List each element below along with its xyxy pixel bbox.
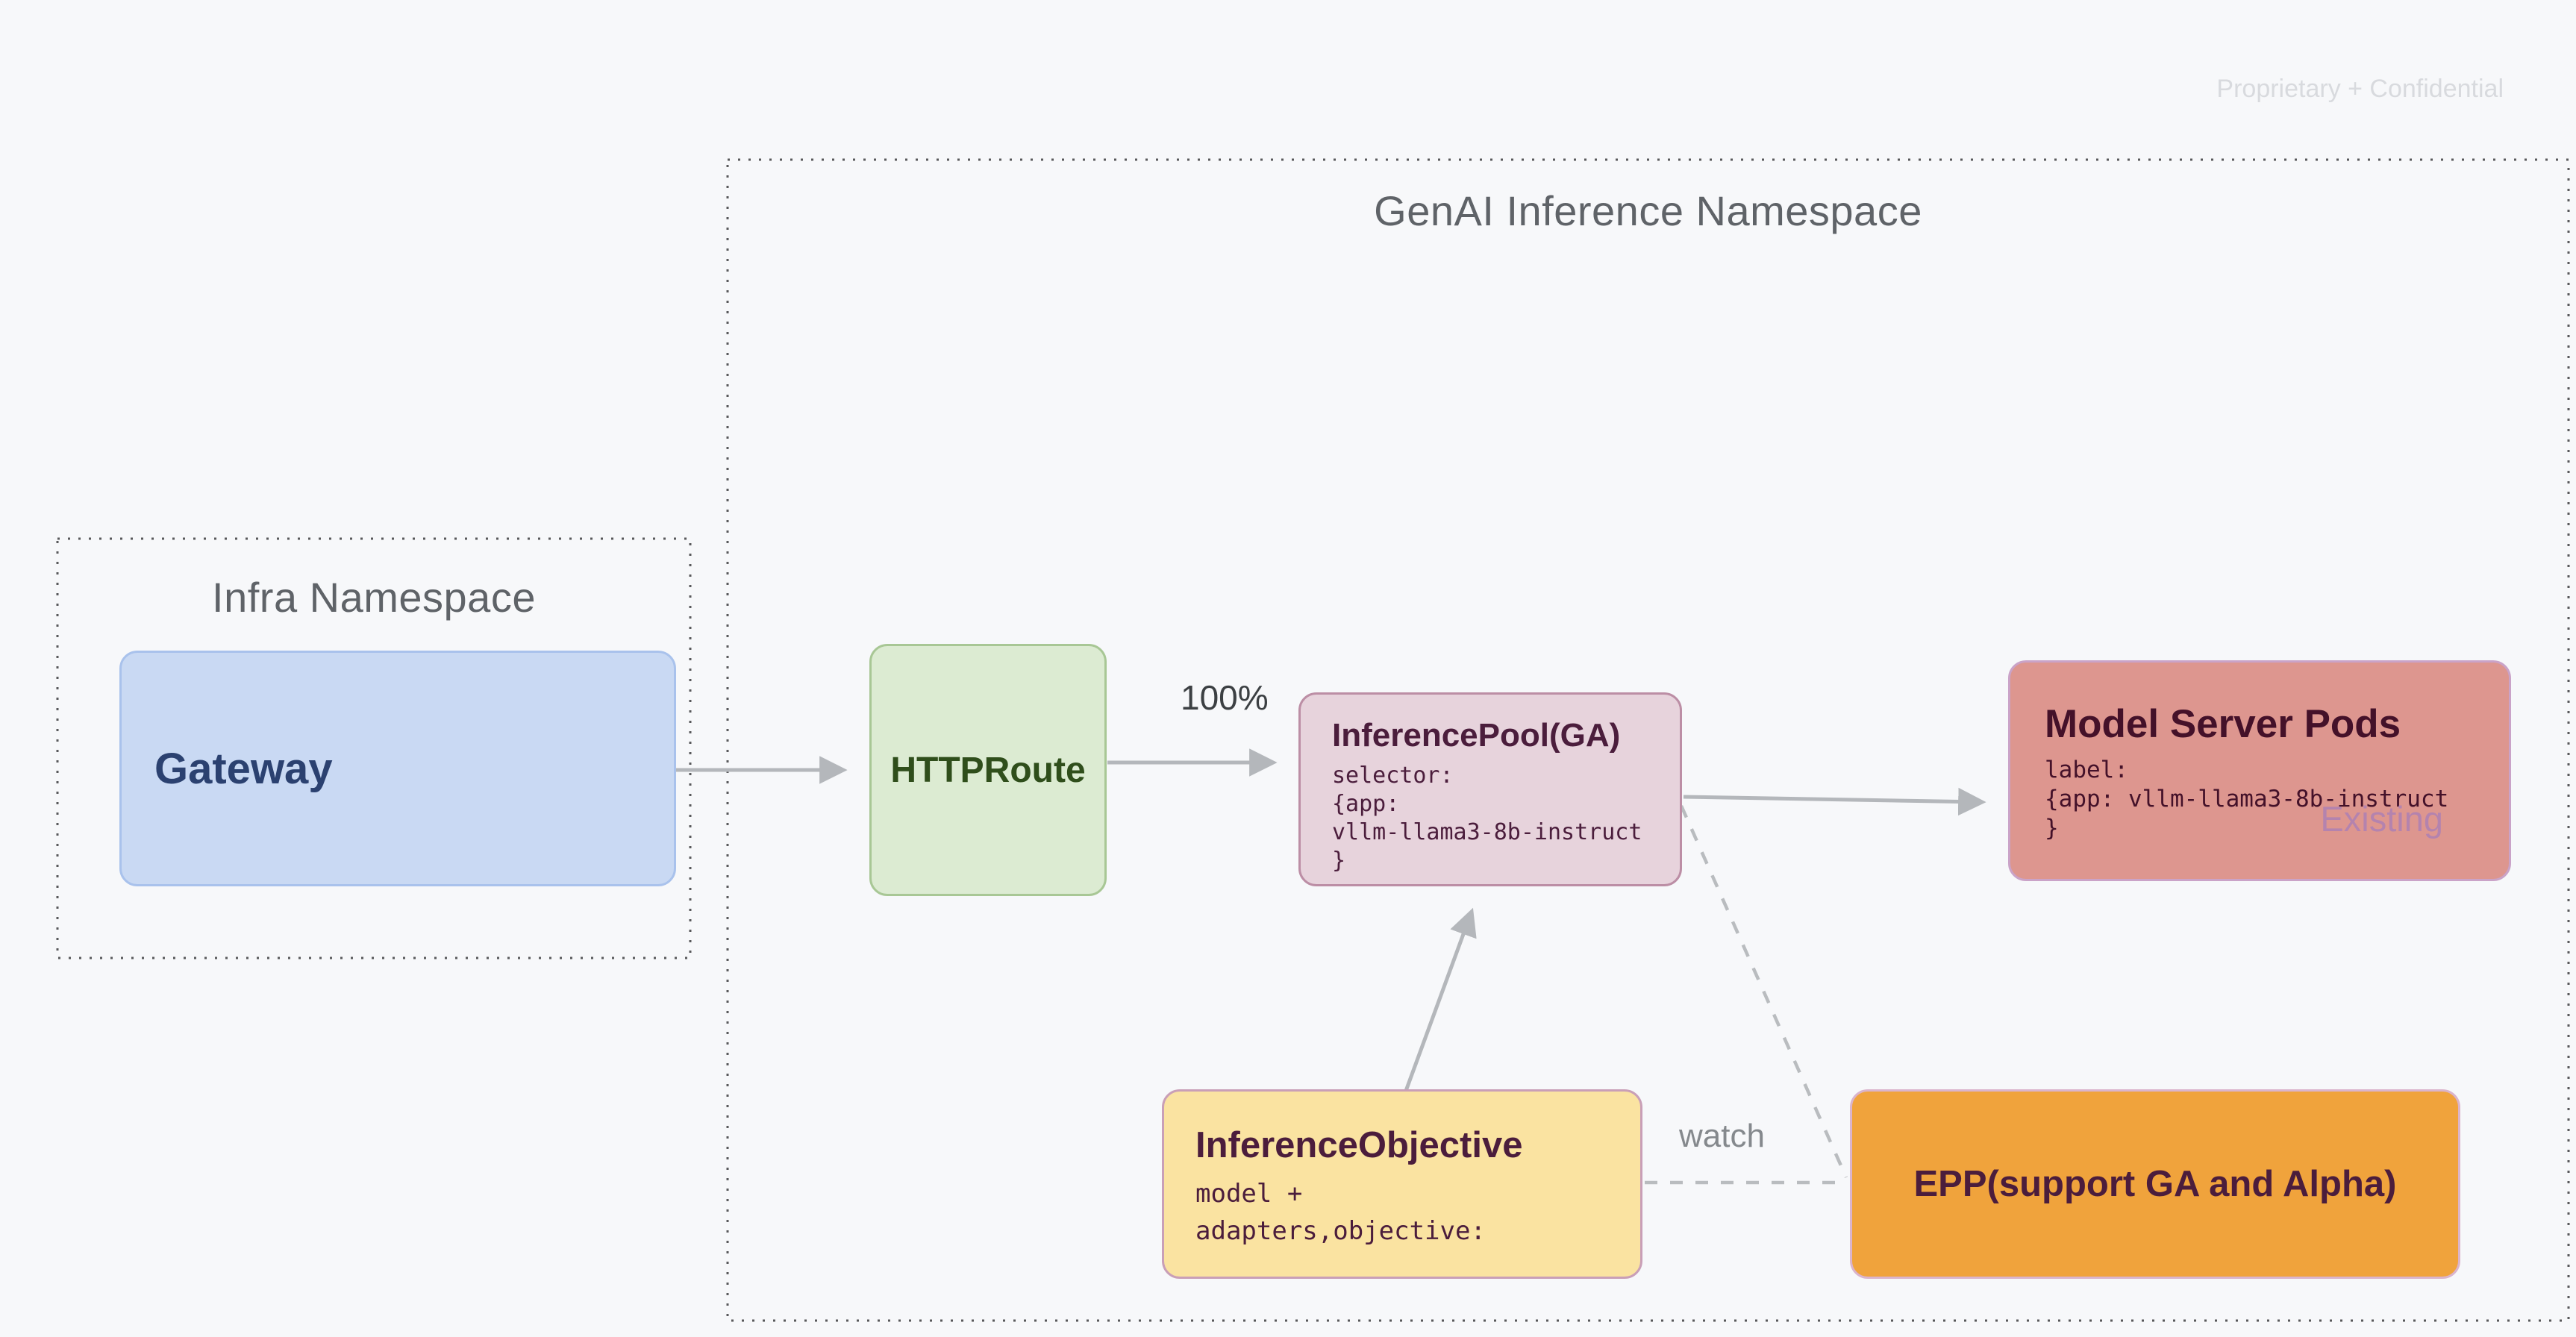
gateway-node: Gateway xyxy=(119,651,676,886)
httproute-node: HTTPRoute xyxy=(869,644,1107,896)
epp-title: EPP(support GA and Alpha) xyxy=(1913,1164,2397,1204)
traffic-percentage-label: 100% xyxy=(1181,678,1269,717)
existing-overlay-label: Existing xyxy=(2320,799,2443,839)
inference-objective-node: InferenceObjective model + adapters,obje… xyxy=(1162,1089,1642,1279)
watch-edge-label: watch xyxy=(1679,1118,1765,1154)
inference-pool-title: InferencePool(GA) xyxy=(1332,717,1621,754)
confidential-watermark: Proprietary + Confidential xyxy=(2216,75,2504,103)
epp-node: EPP(support GA and Alpha) xyxy=(1850,1089,2460,1279)
infra-namespace-label: Infra Namespace xyxy=(212,574,536,621)
gateway-title: Gateway xyxy=(154,744,333,793)
httproute-title: HTTPRoute xyxy=(890,750,1086,790)
inference-pool-node: InferencePool(GA) selector: {app: vllm-l… xyxy=(1298,692,1682,886)
inference-objective-body-text: model + adapters,objective: xyxy=(1195,1179,1486,1246)
inference-pool-selector-text: selector: {app: vllm-llama3-8b-instruct … xyxy=(1332,763,1642,874)
inference-objective-title: InferenceObjective xyxy=(1195,1125,1523,1165)
genai-namespace-label: GenAI Inference Namespace xyxy=(1374,187,1922,234)
edge-inferenceobjective-to-inferencepool xyxy=(1404,907,1477,1092)
model-server-pods-node: Model Server Pods label: {app: vllm-llam… xyxy=(2008,660,2511,881)
model-server-pods-title: Model Server Pods xyxy=(2045,702,2401,746)
model-server-pods-label-text: label: {app: vllm-llama3-8b-instruct } xyxy=(2045,757,2449,842)
edge-inferencepool-to-modelserverpods xyxy=(1683,787,1986,816)
